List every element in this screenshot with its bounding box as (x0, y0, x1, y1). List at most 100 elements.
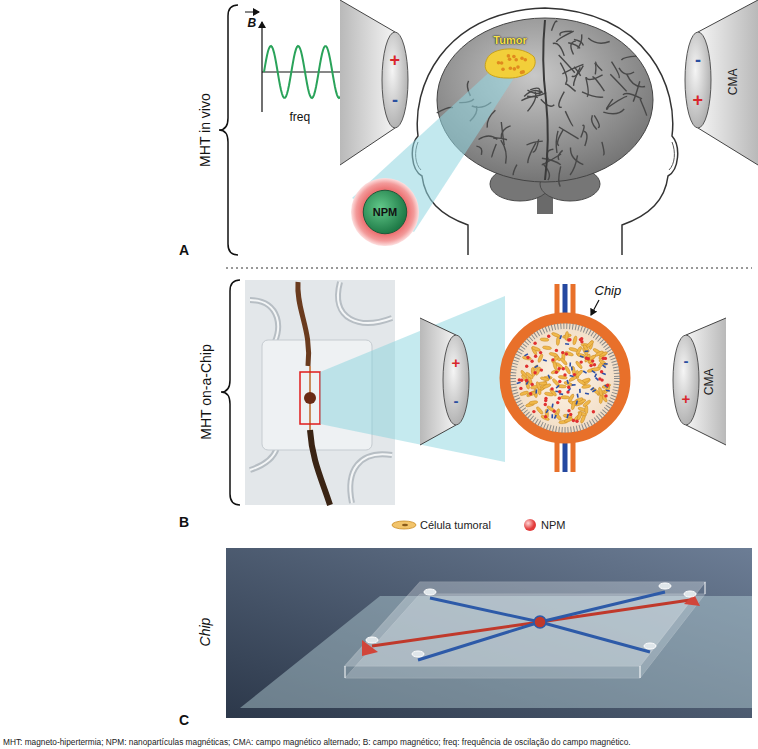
polarity-sign: + (452, 354, 461, 371)
chip-chamber (526, 356, 529, 359)
brain (541, 99, 555, 106)
chip-chamber (574, 397, 584, 403)
chip-chamber (572, 419, 575, 422)
brain (612, 62, 620, 78)
brain (586, 77, 588, 96)
coil-left (443, 335, 469, 425)
brain (557, 31, 574, 42)
chip-photo (350, 454, 392, 503)
chip-chamber (594, 373, 597, 377)
coil-right (686, 318, 726, 335)
legend-label: NPM (541, 519, 565, 532)
coil-right (698, 0, 758, 32)
brain (584, 131, 587, 146)
brain (553, 43, 565, 56)
brain (501, 122, 504, 145)
polarity-sign: - (392, 90, 398, 111)
chip-photo (298, 282, 309, 366)
chip-render (226, 548, 752, 718)
chip-chamber (556, 385, 560, 389)
chip-chamber (540, 338, 549, 342)
chip-chamber (544, 415, 547, 418)
brain (619, 68, 634, 74)
chip-chamber (583, 370, 587, 373)
chip-chamber (586, 340, 595, 349)
chip-chamber (554, 412, 562, 421)
chip-chamber (522, 356, 531, 361)
brain (559, 92, 565, 108)
chip-chamber (535, 389, 537, 393)
brain (571, 41, 576, 54)
tumor-blob: Tumor (480, 34, 540, 80)
brain (621, 56, 636, 60)
chip-chamber (564, 351, 574, 357)
chip-render (684, 591, 696, 597)
coil-left (420, 318, 469, 445)
chip-chamber (542, 346, 551, 350)
chip-chamber (513, 326, 617, 430)
chip-chamber (567, 409, 570, 412)
chip-chamber (569, 347, 579, 352)
polarity-sign: - (454, 392, 459, 409)
brain (566, 84, 576, 92)
chip-render (366, 637, 378, 643)
zoom-cone (352, 66, 514, 232)
chip-chamber (529, 392, 532, 395)
chip-chamber (548, 375, 551, 379)
brain (558, 130, 564, 146)
chip-chamber (540, 376, 550, 381)
chip-render (226, 548, 752, 718)
brain (559, 166, 561, 186)
brain (596, 62, 603, 71)
head-outline (669, 142, 674, 170)
chip-chamber (571, 366, 576, 375)
chip-chamber (575, 360, 583, 369)
chip-chamber (558, 367, 561, 370)
field-plot (261, 22, 262, 112)
chip-render (372, 600, 690, 646)
chip-chamber (580, 337, 583, 340)
chip-chamber (604, 394, 607, 397)
chip-chamber (585, 393, 589, 395)
chip-photo (338, 282, 392, 323)
chip-chamber (551, 332, 561, 338)
brain (610, 74, 626, 91)
chip-chamber (550, 387, 553, 390)
chip-chamber (571, 401, 576, 411)
chip-chamber (584, 350, 588, 352)
chip-chamber (534, 365, 538, 368)
chip-chamber (529, 400, 538, 404)
chip-chamber (558, 390, 561, 393)
brain (603, 109, 624, 114)
brain (524, 90, 543, 96)
chip-render (644, 643, 656, 649)
chip-chamber (569, 363, 571, 367)
chip-chamber (531, 346, 541, 352)
caption: MHT: magneto-hipertermia; NPM: nanopartí… (3, 738, 631, 748)
chip-chamber (572, 384, 576, 386)
coil-label: CMA (703, 369, 717, 396)
panel-title: Chip (197, 618, 213, 647)
chip-render (345, 582, 705, 666)
tumor-label: Tumor (493, 34, 526, 46)
coil-right (685, 0, 758, 165)
coil-left (340, 128, 395, 165)
chip-chamber (521, 374, 529, 383)
polarity-sign: - (695, 50, 701, 71)
chip-photo (310, 430, 330, 505)
chip-chamber (573, 373, 576, 376)
chip-chamber (551, 414, 553, 418)
chip-chamber (543, 359, 547, 362)
coil-right (685, 32, 711, 128)
chip-chamber (602, 383, 612, 389)
chip-chamber (575, 400, 578, 404)
chip-chamber (540, 368, 543, 371)
chip-render (412, 651, 424, 657)
panel-title: MHT on-a-Chip (197, 344, 213, 439)
chip-chamber (584, 353, 591, 362)
chip-chamber (556, 336, 560, 345)
polarity-sign: - (684, 352, 689, 369)
polarity-sign: + (682, 390, 691, 407)
chip-chamber (551, 355, 560, 364)
chip-chamber (579, 389, 581, 393)
